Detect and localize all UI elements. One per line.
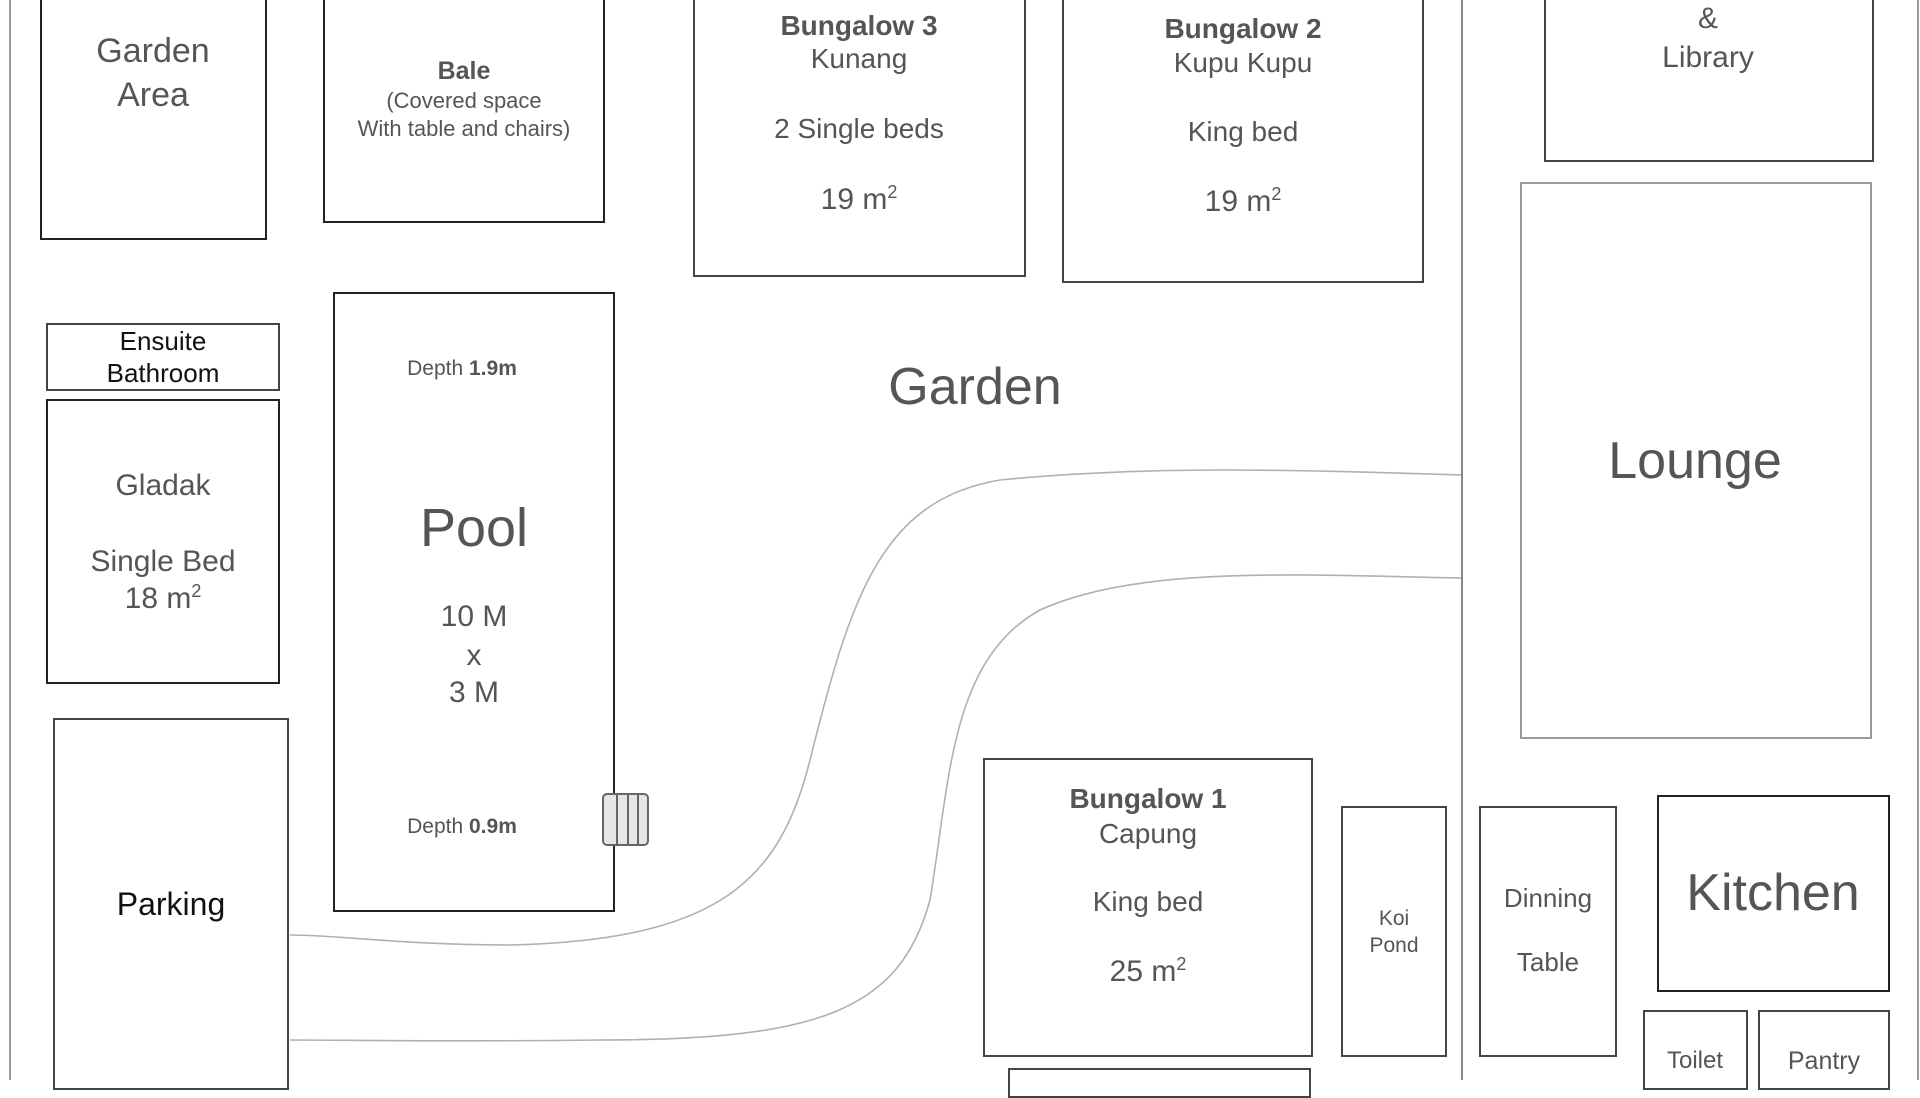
library-room [1544, 0, 1874, 162]
ensuite-label-1: Ensuite [119, 326, 207, 356]
bungalow-1-terrace [1008, 1068, 1311, 1098]
koi-label-1: Koi [1378, 907, 1410, 930]
gladak-bed: Single Bed [90, 545, 236, 578]
dining-table-area [1479, 806, 1617, 1057]
bale-title: Bale [437, 57, 491, 85]
bale-room [323, 0, 605, 223]
gladak-name: Gladak [115, 469, 211, 502]
pool [333, 292, 615, 912]
bale-line-2: With table and chairs) [357, 116, 571, 141]
bungalow-1-area: 25 m2 [1109, 954, 1187, 988]
bungalow-1-room [983, 758, 1313, 1057]
kitchen-label: Kitchen [1686, 864, 1860, 922]
bungalow-1-name: Capung [1098, 818, 1198, 849]
pool-width: 3 M [448, 676, 500, 709]
ensuite-label-2: Bathroom [106, 358, 220, 388]
bungalow-2-bed: King bed [1187, 116, 1299, 147]
path-upper-curve [289, 469, 1463, 946]
pool-title: Pool [419, 498, 529, 558]
bungalow-2-room [1062, 0, 1424, 283]
koi-label-2: Pond [1369, 934, 1419, 957]
bungalow-2-name: Kupu Kupu [1173, 47, 1313, 78]
dining-label-1: Dinning [1503, 883, 1593, 913]
pool-x: x [466, 639, 482, 672]
garden-label: Garden [888, 358, 1062, 416]
dining-label-2: Table [1516, 947, 1580, 977]
garden-area-label-1: Garden [96, 32, 210, 70]
bungalow-3-area: 19 m2 [820, 182, 898, 216]
pool-depth-bottom: Depth 0.9m [407, 815, 517, 838]
bale-line-1: (Covered space [386, 88, 542, 113]
bungalow-3-title: Bungalow 3 [780, 10, 938, 41]
gladak-area: 18 m2 [124, 581, 202, 615]
koi-pond [1341, 806, 1447, 1057]
bungalow-1-title: Bungalow 1 [1069, 783, 1227, 814]
library-label: Library [1662, 41, 1754, 74]
gladak-room [46, 399, 280, 684]
path-lower-curve [289, 574, 1463, 1042]
parking-label: Parking [116, 886, 226, 922]
bungalow-3-room [693, 0, 1026, 277]
garden-area-label-2: Area [117, 76, 189, 114]
pool-ladder-icon [602, 793, 649, 846]
pool-depth-top: Depth 1.9m [407, 357, 517, 380]
lounge-label: Lounge [1608, 432, 1782, 490]
garden-area-room [40, 0, 267, 240]
pantry-label: Pantry [1787, 1047, 1861, 1075]
lounge-room [1520, 182, 1872, 739]
bungalow-1-bed: King bed [1092, 886, 1204, 917]
kitchen-room [1657, 795, 1890, 992]
bungalow-3-name: Kunang [810, 43, 908, 74]
bungalow-2-area: 19 m2 [1204, 184, 1282, 218]
library-amp: & [1697, 2, 1719, 35]
ensuite-bathroom-room [46, 323, 280, 391]
bungalow-2-title: Bungalow 2 [1164, 13, 1322, 44]
pool-length: 10 M [440, 600, 508, 633]
bungalow-3-bed: 2 Single beds [774, 113, 944, 144]
toilet-label: Toilet [1666, 1047, 1724, 1074]
